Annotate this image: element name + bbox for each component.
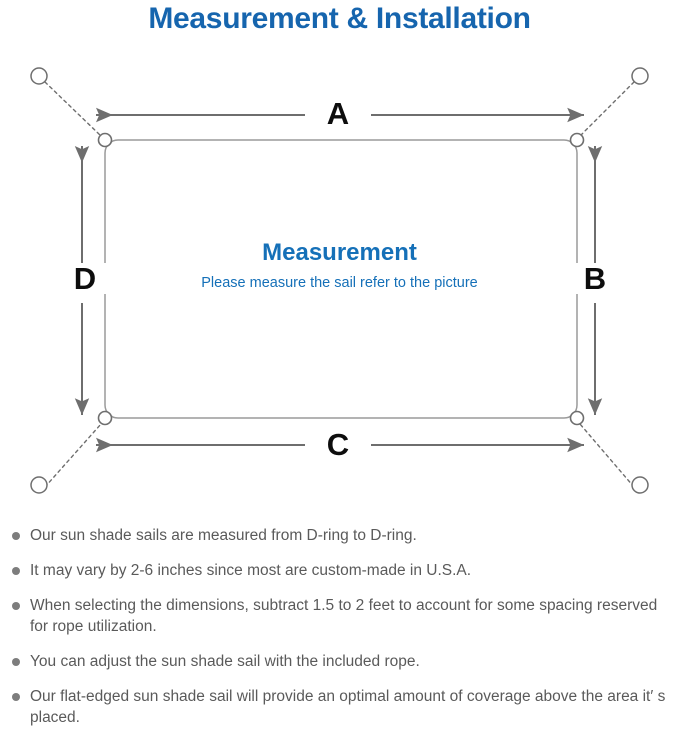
dimension-label-d: D	[64, 263, 106, 294]
rope-top-left	[44, 81, 102, 137]
note-text: When selecting the dimensions, subtract …	[30, 597, 658, 635]
anchor-point-bottom-right	[631, 476, 649, 494]
rope-connectors	[44, 81, 635, 488]
note-text: You can adjust the sun shade sail with t…	[30, 653, 420, 670]
bullet-icon	[12, 567, 20, 575]
bullet-icon	[12, 532, 20, 540]
list-item: Our sun shade sails are measured from D-…	[0, 525, 679, 546]
dimension-label-c: C	[312, 429, 364, 460]
dimension-label-b: B	[574, 263, 616, 294]
notes-list: Our sun shade sails are measured from D-…	[0, 525, 679, 728]
anchor-point-top-right	[631, 67, 649, 85]
note-text: Our flat-edged sun shade sail will provi…	[30, 688, 666, 726]
note-text: It may vary by 2-6 inches since most are…	[30, 562, 472, 579]
sail-d-rings	[97, 132, 585, 426]
rope-bottom-right	[579, 423, 635, 488]
d-ring-top-left	[97, 132, 113, 148]
bullet-icon	[12, 602, 20, 610]
d-ring-top-right	[569, 132, 585, 148]
sail-body	[104, 139, 578, 419]
anchor-points	[30, 67, 649, 494]
measurement-diagram: A B C D Measurement Please measure the s…	[0, 48, 679, 518]
list-item: Our flat-edged sun shade sail will provi…	[0, 686, 679, 728]
bullet-icon	[12, 693, 20, 701]
list-item: When selecting the dimensions, subtract …	[0, 595, 679, 637]
anchor-point-top-left	[30, 67, 48, 85]
d-ring-bottom-left	[97, 410, 113, 426]
list-item: It may vary by 2-6 inches since most are…	[0, 560, 679, 581]
page-title: Measurement & Installation	[148, 2, 531, 35]
note-text: Our sun shade sails are measured from D-…	[30, 527, 417, 544]
anchor-point-bottom-left	[30, 476, 48, 494]
rope-bottom-left	[44, 423, 102, 488]
dimension-label-a: A	[312, 98, 364, 129]
rope-top-right	[579, 81, 635, 137]
bullet-icon	[12, 658, 20, 666]
list-item: You can adjust the sun shade sail with t…	[0, 651, 679, 672]
d-ring-bottom-right	[569, 410, 585, 426]
